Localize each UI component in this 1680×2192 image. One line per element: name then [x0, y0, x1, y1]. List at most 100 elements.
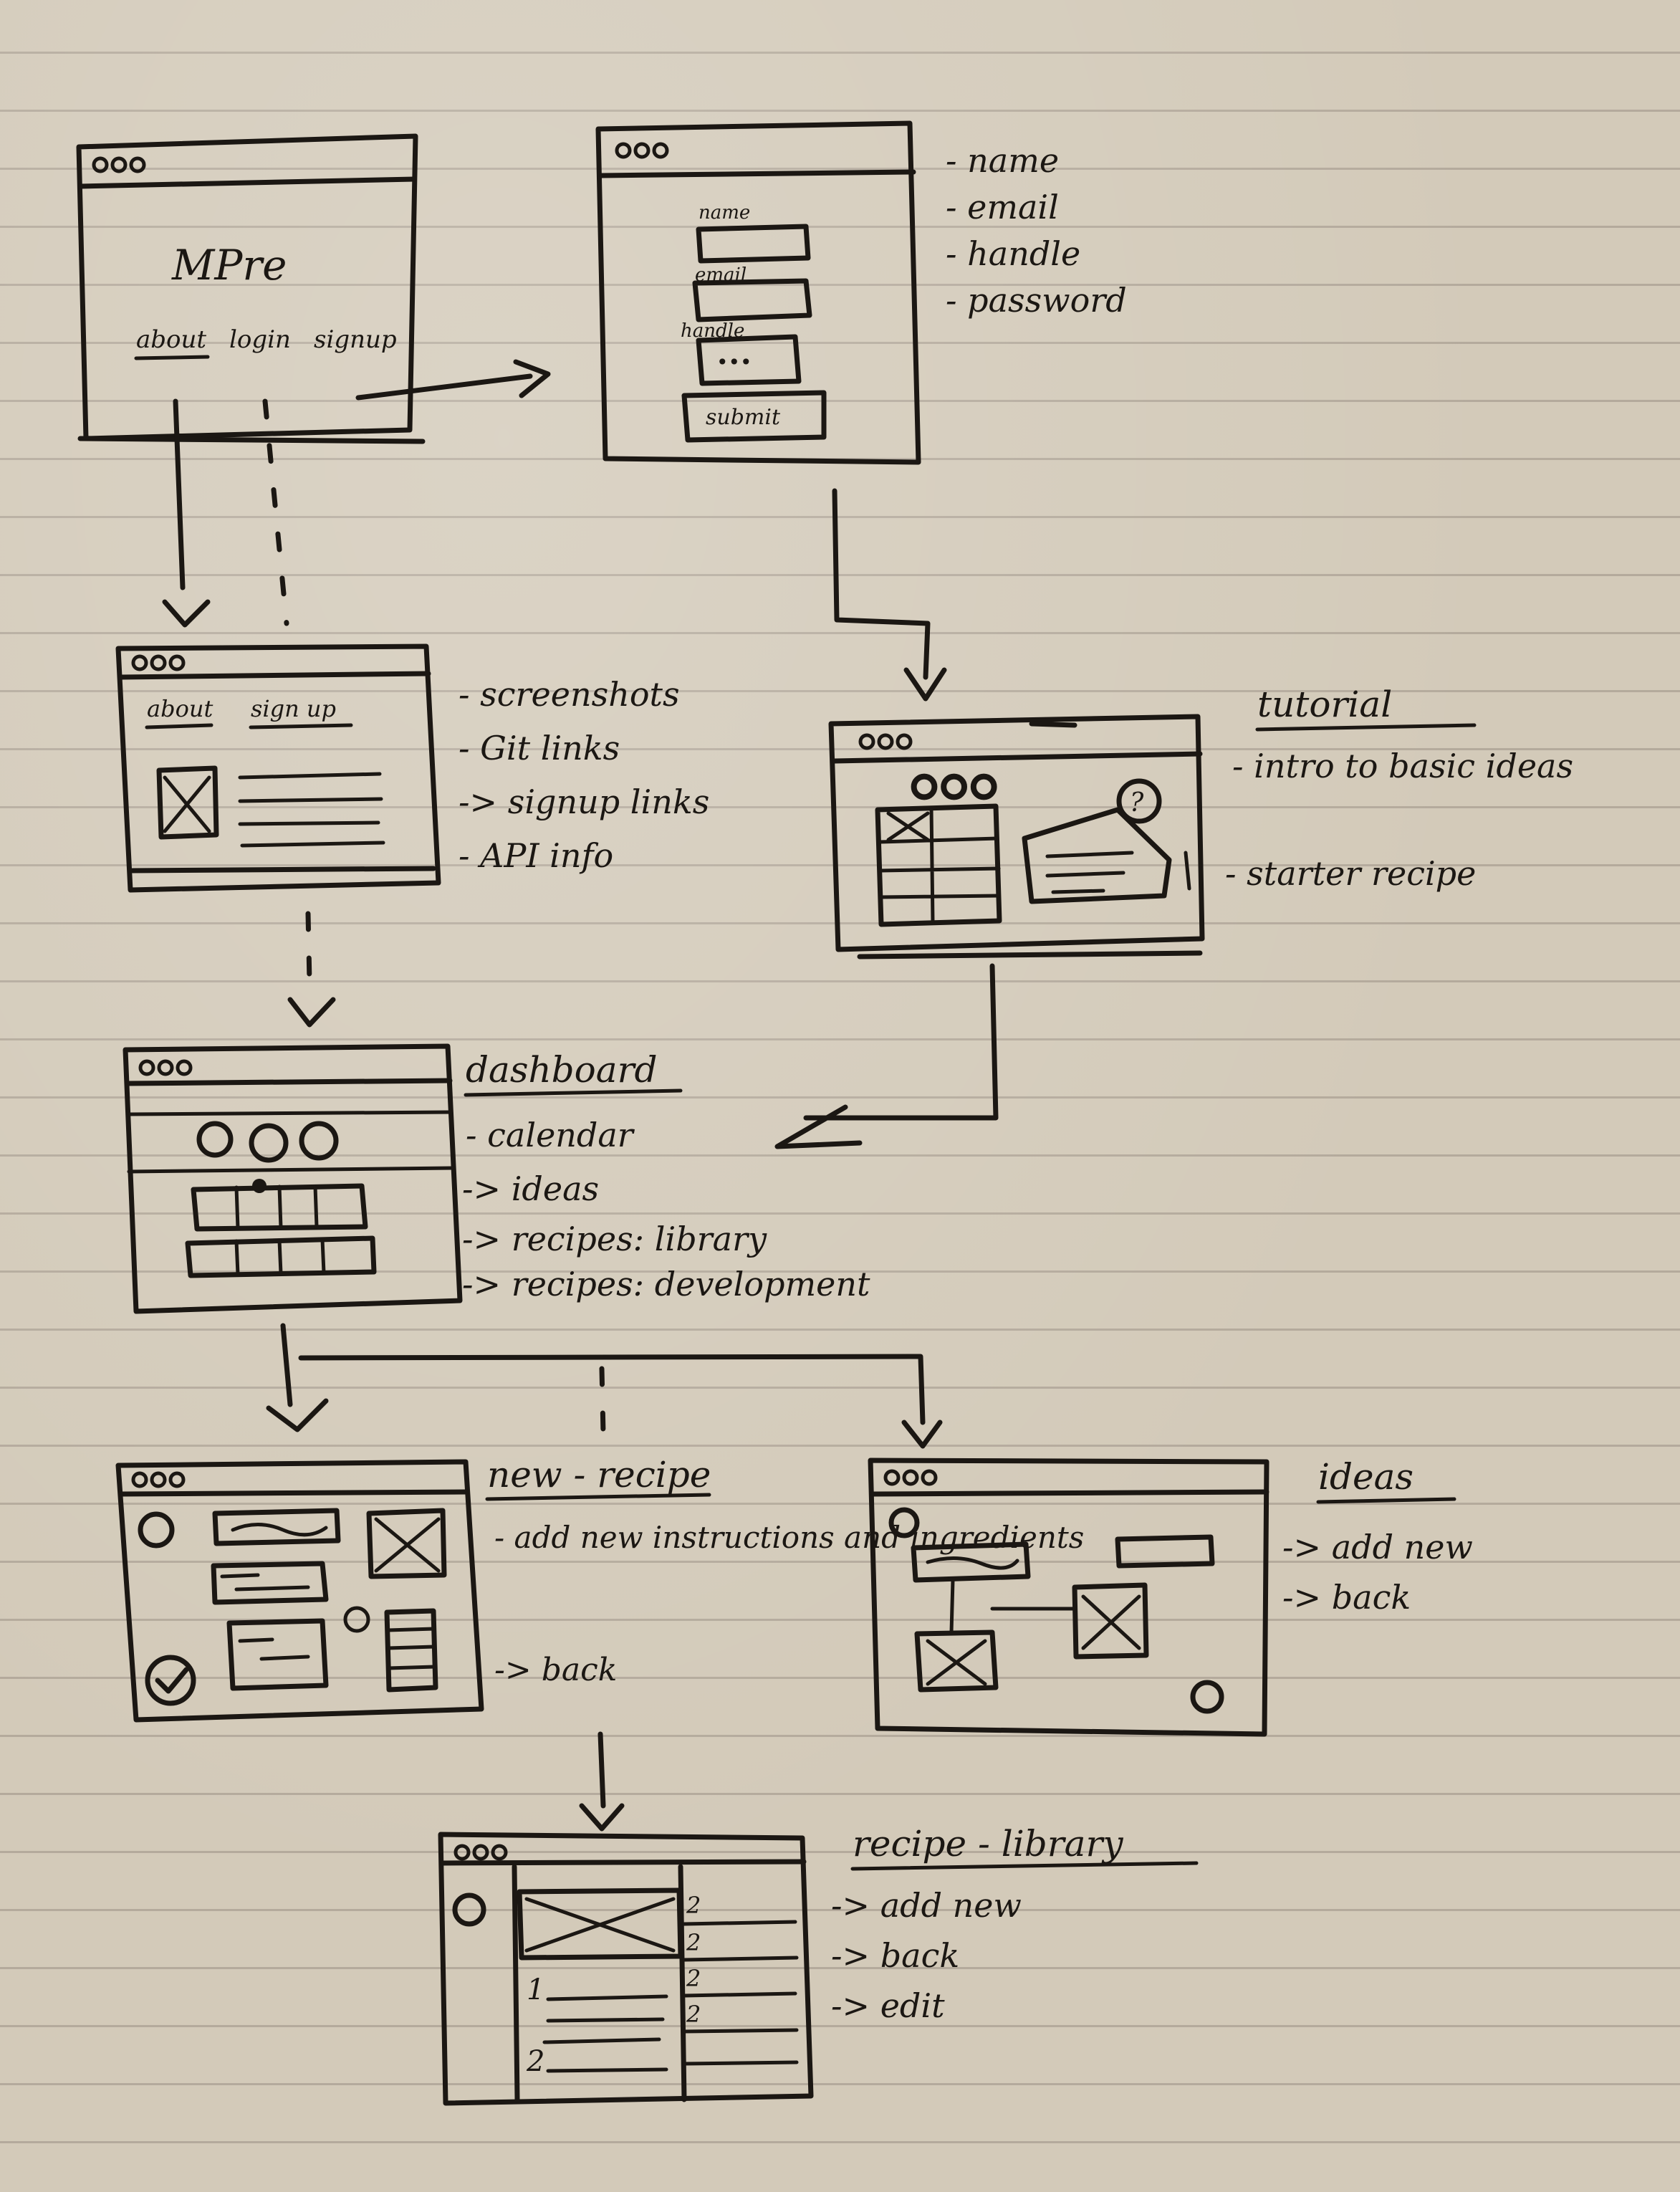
password-mask: •••	[716, 350, 752, 374]
window-controls-icon	[885, 1471, 936, 1484]
ideas-window	[868, 1458, 1269, 1737]
recipes-row[interactable]	[185, 1235, 377, 1278]
back-button-icon[interactable]	[138, 1511, 175, 1549]
name-field[interactable]	[696, 224, 811, 264]
ideas-notes: ideas -> add new -> back	[1282, 1456, 1473, 1617]
note-git-links: - Git links	[459, 729, 620, 767]
note-ideas: -> ideas	[462, 1169, 599, 1208]
marker-icon	[252, 1179, 267, 1193]
instruction-card[interactable]	[211, 1561, 329, 1605]
tutorial-notes: tutorial - intro to basic ideas - starte…	[1225, 684, 1573, 893]
tutorial-window: ?	[828, 714, 1205, 959]
about-window: about sign up	[115, 643, 441, 893]
recipe-library-heading: recipe - library	[853, 1823, 1123, 1865]
ingredient-qty: 2	[686, 2001, 701, 2028]
ideas-heading: ideas	[1318, 1456, 1413, 1498]
calendar-day-icon[interactable]	[299, 1121, 339, 1161]
arrow-dashboard-dashed	[599, 1366, 606, 1436]
help-badge-icon	[1116, 778, 1162, 824]
dashboard-notes: dashboard - calendar -> ideas -> recipes…	[462, 1049, 870, 1303]
idea-card[interactable]	[1115, 1534, 1215, 1569]
back-button-icon[interactable]	[888, 1507, 920, 1538]
note-starter-recipe: - starter recipe	[1225, 854, 1476, 893]
note-intro: - intro to basic ideas	[1232, 747, 1573, 785]
recipe-library-window: 1 2 2 2 2 2	[438, 1832, 814, 2106]
about-notes: - screenshots - Git links -> signup link…	[459, 675, 709, 875]
note-back: -> back	[494, 1652, 617, 1688]
window-controls-icon	[140, 1061, 191, 1074]
note-name: - name	[946, 141, 1059, 180]
arrow-dashboard-to-ideas	[298, 1354, 926, 1425]
ingredient-list	[384, 1608, 438, 1693]
note-calendar: - calendar	[466, 1116, 635, 1154]
home-title: MPre	[171, 241, 287, 289]
submit-button[interactable]	[681, 390, 827, 443]
arrow-login-dashed	[262, 398, 289, 626]
note-back: -> back	[1282, 1578, 1411, 1617]
new-recipe-window	[115, 1459, 484, 1723]
recipe-library-notes: recipe - library -> add new -> back -> e…	[831, 1823, 1199, 2025]
dashboard-window	[123, 1043, 463, 1314]
window-controls-icon	[94, 158, 144, 171]
ingredient-qty: 2	[686, 1892, 701, 1919]
note-recipes-development: -> recipes: development	[462, 1265, 870, 1303]
about-nav-about[interactable]: about	[147, 695, 213, 722]
tutorial-heading: tutorial	[1257, 684, 1392, 725]
password-field[interactable]	[696, 334, 802, 386]
arrow-home-to-about	[173, 398, 186, 590]
idea-image-icon	[1072, 1582, 1149, 1660]
home-window: MPre about login signup	[76, 133, 426, 444]
ingredient-qty: 2	[686, 1929, 701, 1956]
submit-label: submit	[706, 405, 781, 430]
signup-label-name: name	[699, 202, 750, 224]
email-field[interactable]	[692, 278, 812, 322]
window-controls-icon	[860, 735, 911, 748]
add-idea-button-icon[interactable]	[1190, 1680, 1224, 1714]
note-handle: - handle	[946, 234, 1080, 273]
step-number: 1	[527, 1973, 544, 2006]
note-api-info: - API info	[459, 836, 613, 875]
window-controls-icon	[617, 144, 667, 157]
check-button-icon[interactable]	[145, 1655, 196, 1706]
window-controls-icon	[133, 1473, 183, 1486]
arrow-dashboard-to-new-recipe	[280, 1323, 293, 1407]
home-nav-login[interactable]: login	[229, 325, 291, 354]
about-nav-signup[interactable]: sign up	[251, 695, 336, 722]
calendar-day-icon[interactable]	[196, 1121, 234, 1158]
note-recipes-library: -> recipes: library	[462, 1220, 767, 1258]
note-add-new: -> add new	[1282, 1528, 1473, 1566]
recipe-grid	[875, 803, 1002, 927]
idea-image-icon	[914, 1629, 999, 1693]
ingredient-card[interactable]	[226, 1618, 329, 1691]
window-controls-icon	[456, 1846, 506, 1859]
note-email: - email	[946, 188, 1059, 226]
note-screenshots: - screenshots	[459, 675, 680, 714]
note-signup-links: -> signup links	[459, 782, 709, 821]
add-ingredient-icon[interactable]	[343, 1606, 370, 1633]
screenshot-placeholder-icon	[156, 765, 219, 840]
back-button-icon[interactable]	[452, 1892, 486, 1927]
recipe-image-icon	[366, 1508, 447, 1579]
new-recipe-heading: new - recipe	[487, 1454, 711, 1495]
ideas-row[interactable]	[191, 1183, 368, 1232]
recipe-title-field[interactable]	[212, 1508, 341, 1546]
arrow-signup-to-form	[355, 373, 533, 401]
arrow-about-to-dashboard	[305, 911, 312, 985]
signup-window: name email handle ••• submit	[595, 120, 921, 465]
signup-notes: - name - email - handle - password	[946, 141, 1127, 320]
note-add-new: -> add new	[831, 1886, 1022, 1925]
new-recipe-notes: new - recipe - add new instructions and …	[485, 1454, 1084, 1688]
note-add-instructions: - add new instructions and ingredients	[494, 1520, 1084, 1555]
idea-card[interactable]	[911, 1541, 1031, 1583]
step-indicator-icon	[914, 777, 994, 798]
note-back: -> back	[831, 1936, 959, 1975]
home-nav-signup[interactable]: signup	[314, 325, 397, 354]
ingredient-qty: 2	[686, 1965, 701, 1992]
arrow-new-recipe-to-library	[597, 1731, 606, 1809]
step-number: 2	[526, 2045, 544, 2078]
home-nav-about[interactable]: about	[136, 325, 206, 354]
window-controls-icon	[133, 656, 183, 669]
calendar-day-icon[interactable]	[249, 1123, 289, 1163]
